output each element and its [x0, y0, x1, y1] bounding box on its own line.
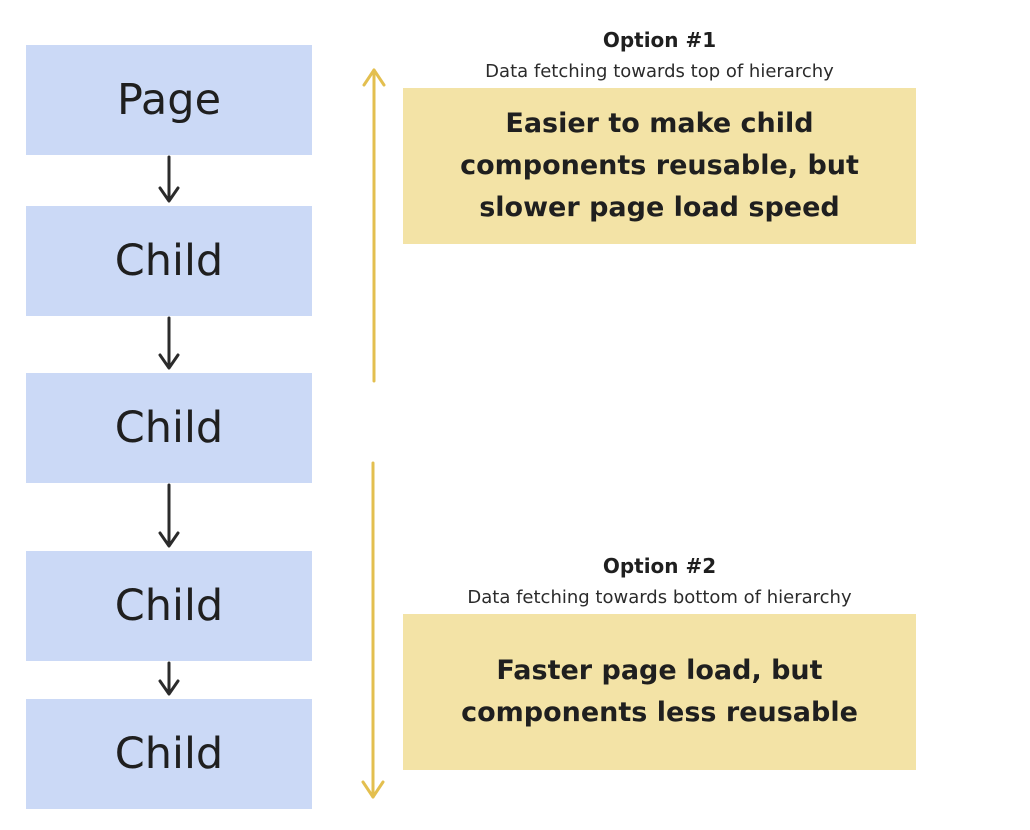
option-2-note: Faster page load, but components less re…: [403, 614, 916, 770]
arrow-child-3-to-child-4: [158, 661, 180, 696]
node-child-1: Child: [26, 206, 312, 316]
node-child-2: Child: [26, 373, 312, 483]
node-child-3: Child: [26, 551, 312, 661]
range-arrows: [361, 68, 386, 799]
option-1-note: Easier to make child components reusable…: [403, 88, 916, 244]
option-1-range-up-arrow: [362, 68, 386, 383]
option-2-subtitle: Data fetching towards bottom of hierarch…: [467, 587, 852, 608]
node-child-4: Child: [26, 699, 312, 809]
arrow-child-1-to-child-2: [158, 316, 180, 370]
arrow-page-to-child-1: [158, 155, 180, 203]
option-2-range-down-arrow: [361, 461, 385, 799]
arrow-child-2-to-child-3: [158, 483, 180, 548]
connector-arrows: [158, 155, 180, 696]
option-2-title: Option #2: [602, 554, 717, 578]
node-page: Page: [26, 45, 312, 155]
option-1-subtitle: Data fetching towards top of hierarchy: [485, 61, 834, 82]
option-1-title: Option #1: [602, 28, 717, 52]
